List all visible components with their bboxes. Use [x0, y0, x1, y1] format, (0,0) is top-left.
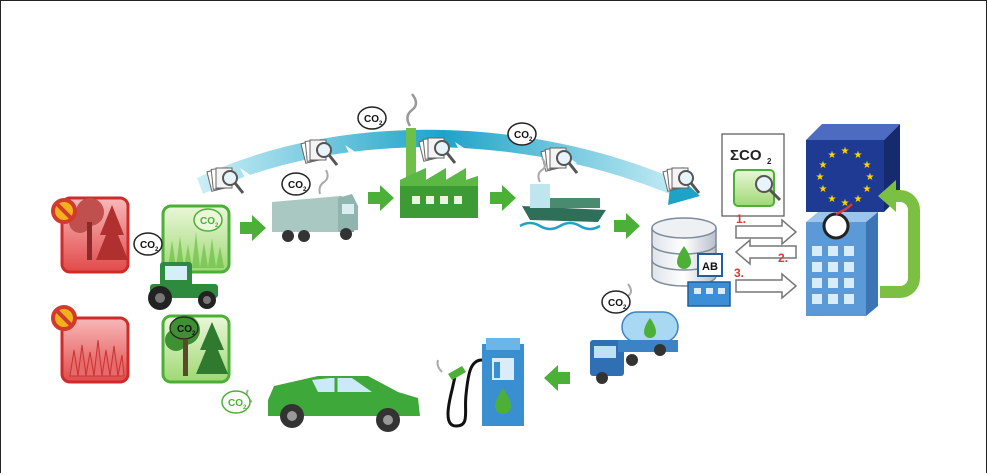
svg-text:★: ★ [863, 184, 872, 195]
svg-text:2: 2 [379, 121, 383, 127]
office-building-icon [806, 203, 878, 316]
co2-bubble-car: CO 2 [221, 390, 251, 414]
feedback-arrow [878, 180, 920, 298]
svg-text:2: 2 [215, 223, 219, 229]
ship-icon [519, 157, 606, 231]
database-icon [651, 217, 717, 287]
svg-text:CO: CO [288, 180, 303, 191]
fuel-pump-icon [436, 338, 524, 428]
tanker-truck-icon [590, 283, 679, 384]
svg-text:3.: 3. [734, 266, 744, 280]
factory-icon [400, 93, 478, 218]
svg-text:★: ★ [863, 160, 872, 171]
svg-text:2.: 2. [778, 251, 788, 265]
flow-arrow [614, 213, 640, 239]
tractor-icon [148, 262, 218, 310]
truck-icon [272, 169, 358, 242]
svg-text:★: ★ [816, 172, 825, 183]
svg-text:CO: CO [608, 298, 623, 309]
co2-bubble-forest: CO 2 [169, 316, 199, 340]
svg-text:★: ★ [828, 150, 837, 161]
co2-bubble-tractor: CO 2 [133, 232, 163, 256]
svg-text:CO: CO [177, 324, 192, 335]
svg-text:★: ★ [828, 194, 837, 205]
flow-arrow [490, 185, 516, 211]
co2-bubble-ship: CO 2 [507, 122, 537, 146]
flow-arrow [240, 215, 266, 241]
svg-text:2: 2 [767, 157, 772, 166]
step-1: 1. [735, 212, 798, 246]
svg-text:CO: CO [514, 130, 529, 141]
svg-text:★: ★ [819, 160, 828, 171]
svg-text:CO: CO [228, 398, 243, 409]
co2-bubble-truck: CO 2 [281, 172, 311, 196]
ab-label: AB [702, 261, 718, 273]
eu-stars: ★ ★ ★ ★ ★ ★ ★ ★ ★ ★ ★ ★ [816, 146, 875, 209]
flow-arrow [368, 185, 394, 211]
step-2: 2. [734, 238, 797, 266]
co2-bubble-grassland: CO 2 [193, 208, 223, 232]
svg-text:★: ★ [854, 150, 863, 161]
svg-text:2: 2 [192, 331, 196, 337]
svg-text:2: 2 [155, 247, 159, 253]
svg-text:CO: CO [364, 114, 379, 125]
flow-arrow [544, 365, 570, 391]
co2-report-document: ΣCO 2 [721, 133, 785, 217]
step-3: 3. [734, 266, 798, 300]
sum-co2-label: ΣCO [730, 147, 762, 164]
svg-text:CO: CO [200, 216, 215, 227]
office-small-building: AB [687, 253, 731, 307]
co2-bubble-factory: CO 2 [357, 106, 387, 130]
svg-text:2: 2 [623, 305, 627, 311]
prohibited-grassland-box [60, 316, 130, 384]
svg-text:1.: 1. [736, 212, 746, 226]
svg-text:★: ★ [841, 146, 850, 157]
svg-text:CO: CO [140, 240, 155, 251]
svg-text:★: ★ [841, 198, 850, 209]
co2-bubble-tanker: CO 2 [601, 290, 631, 314]
car-icon [245, 376, 420, 432]
svg-text:2: 2 [303, 187, 307, 193]
svg-text:2: 2 [243, 405, 247, 411]
svg-text:★: ★ [854, 194, 863, 205]
svg-text:2: 2 [529, 137, 533, 143]
svg-text:★: ★ [866, 172, 875, 183]
no-symbol-icon [51, 198, 77, 224]
no-symbol-icon [51, 305, 77, 331]
svg-text:★: ★ [819, 184, 828, 195]
prohibited-forest-box [60, 196, 130, 274]
